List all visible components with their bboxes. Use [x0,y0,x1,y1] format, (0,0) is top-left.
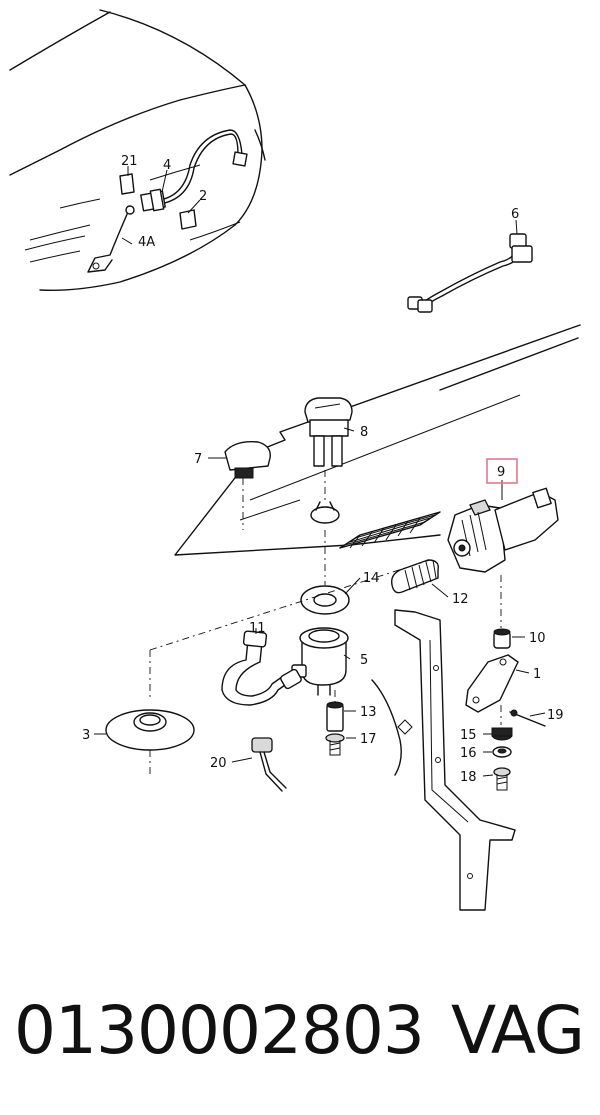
part-13-sleeve [326,701,344,732]
part-4a-bracket [87,205,135,273]
part-6-harness [407,233,533,313]
label-7: 7 [194,452,202,467]
label-4a: 4A [138,235,155,250]
part-14-washer [300,585,350,615]
part-7-grommet-cap [224,441,271,479]
mesh-grille [339,511,441,549]
label-13: 13 [360,705,377,720]
label-15: 15 [460,728,477,743]
label-1: 1 [533,667,541,682]
part-4-wiring-connector [140,129,248,212]
panel-hole [310,501,340,524]
part-10-bushing [493,628,511,649]
part-18-screw [493,767,511,791]
part-15-nut [491,727,513,741]
label-10: 10 [529,631,546,646]
label-19: 19 [547,708,564,723]
part-20-cable-tie [251,737,287,792]
brand-name: VAG [450,991,585,1069]
part-5-housing [291,627,349,696]
part-12-spring [390,559,439,594]
label-18: 18 [460,770,477,785]
label-20: 20 [210,756,227,771]
caption-bar: 0130002803 VAG [0,985,600,1075]
label-6: 6 [511,207,519,222]
part-16-washer [492,746,512,758]
label-9: 9 [497,465,505,480]
part-1-bracket [465,654,519,713]
part-9-highlight-box [486,458,518,484]
label-4: 4 [163,158,171,173]
part-3-grommet-base [105,709,195,751]
part-21-clip [119,173,135,195]
label-11: 11 [249,621,266,636]
label-12: 12 [452,592,469,607]
mounting-bracket [371,609,516,911]
label-14: 14 [363,571,380,586]
label-21: 21 [121,154,138,169]
part-9-actuator-motor [447,487,559,573]
part-19-pin [509,709,546,727]
label-2: 2 [199,189,207,204]
center-lines [149,470,502,775]
label-5: 5 [360,653,368,668]
label-17: 17 [360,732,377,747]
part-number: 0130002803 [14,991,425,1069]
label-8: 8 [360,425,368,440]
car-body-outline [9,9,266,291]
part-17-screw [325,733,345,756]
parts-diagram: 21 4 2 4A 6 8 7 9 14 12 11 5 10 1 19 13 … [9,9,581,911]
part-11-hose [221,630,302,706]
leader-lines [94,166,546,777]
label-3: 3 [82,728,90,743]
part-8-plug-cap [304,397,353,467]
label-16: 16 [460,746,477,761]
